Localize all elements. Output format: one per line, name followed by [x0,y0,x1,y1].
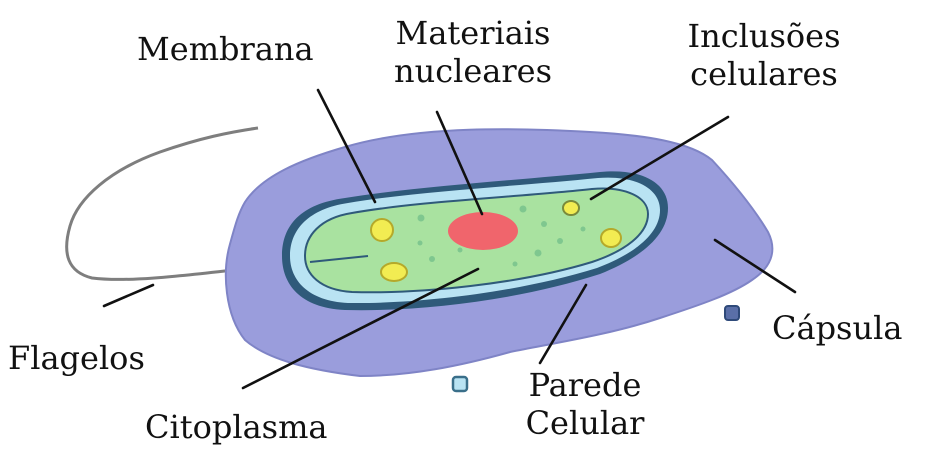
label-parede-line2: Celular [495,404,675,442]
nucleoid [448,212,518,250]
label-parede-celular: Parede Celular [495,366,675,442]
label-citoplasma: Citoplasma [145,408,327,446]
label-inclusoes-line1: Inclusões [664,17,864,55]
inclusion [371,219,393,241]
label-inclusoes-line2: celulares [664,55,864,93]
label-materiais-line2: nucleares [373,52,573,90]
label-materiais-nucleares: Materiais nucleares [373,14,573,90]
inclusion [381,263,407,281]
label-inclusoes-celulares: Inclusões celulares [664,17,864,93]
capsule-particle [725,306,739,320]
leader-flagelos [104,285,153,306]
inclusion [563,201,579,215]
label-parede-line1: Parede [495,366,675,404]
capsule-particle [453,377,467,391]
label-materiais-line1: Materiais [373,14,573,52]
label-membrana: Membrana [137,30,314,68]
label-capsula: Cápsula [772,309,902,347]
label-flagelos: Flagelos [8,339,145,377]
inclusion [601,229,621,247]
